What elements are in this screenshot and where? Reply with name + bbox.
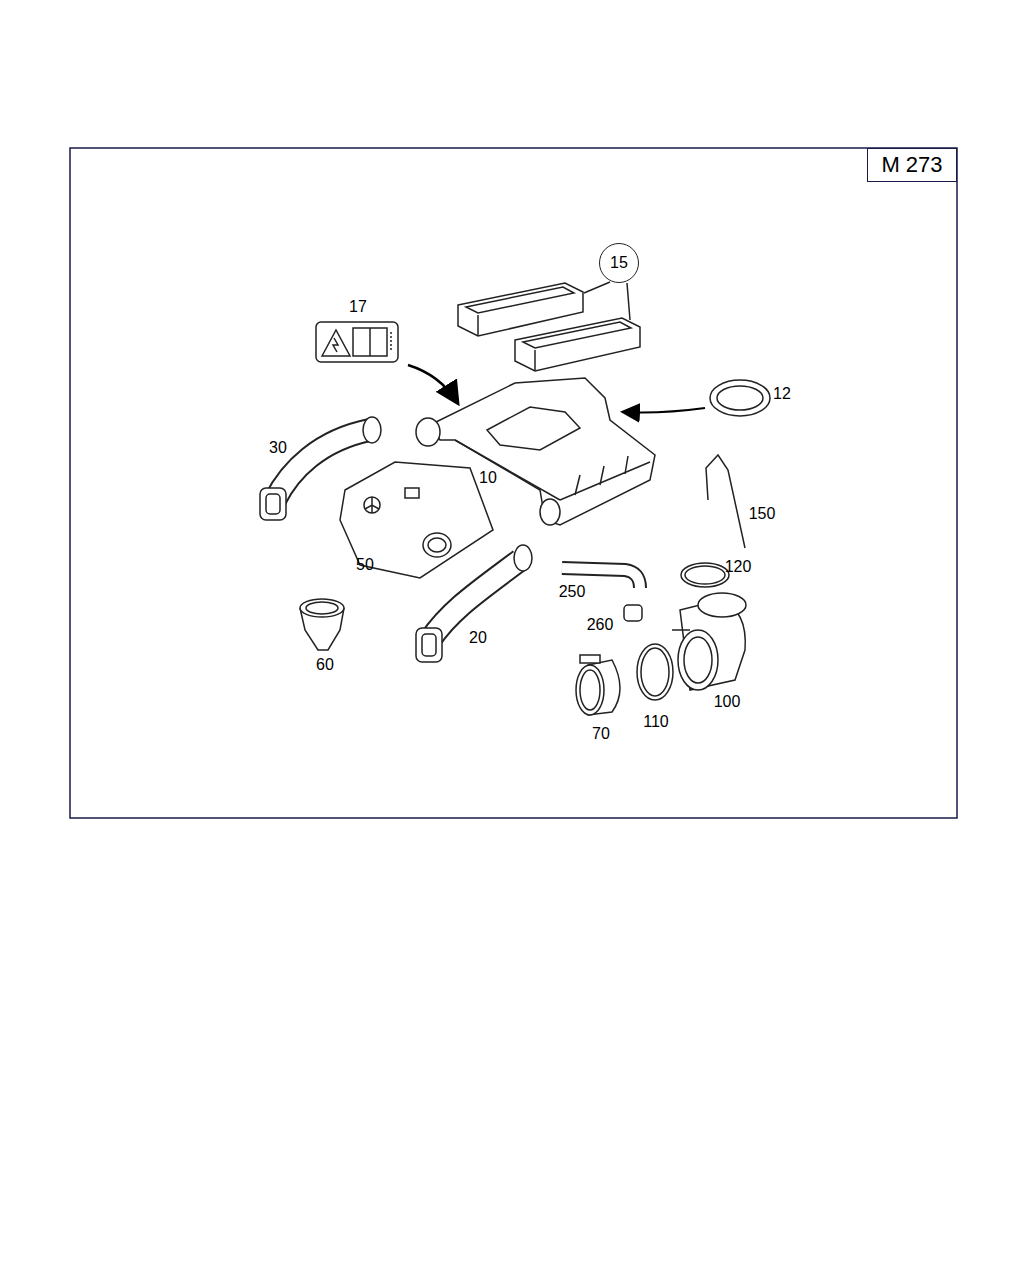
callout-number: 15	[610, 255, 628, 271]
page-code-box: M 273	[867, 148, 957, 182]
pointer-arrow	[624, 408, 705, 413]
callout-number: 30	[269, 440, 287, 456]
page-code: M 273	[881, 154, 942, 176]
callout-number: 100	[714, 694, 741, 710]
drawing	[260, 282, 770, 715]
callout-number: 12	[773, 386, 791, 402]
callout-number: 20	[469, 630, 487, 646]
callout-number: 250	[559, 584, 586, 600]
callout-circle: 15	[599, 243, 639, 283]
callout-number: 150	[749, 506, 776, 522]
callout-number: 120	[725, 559, 752, 575]
callout-number: 50	[356, 557, 374, 573]
callout-number: 60	[316, 657, 334, 673]
pointer-arrow	[408, 365, 457, 402]
callout-number: 17	[349, 299, 367, 315]
callout-number: 110	[643, 714, 669, 730]
callout-number: 70	[592, 726, 610, 742]
callout-number: 10	[479, 470, 497, 486]
frame	[70, 148, 957, 818]
callout-number: 260	[587, 617, 614, 633]
